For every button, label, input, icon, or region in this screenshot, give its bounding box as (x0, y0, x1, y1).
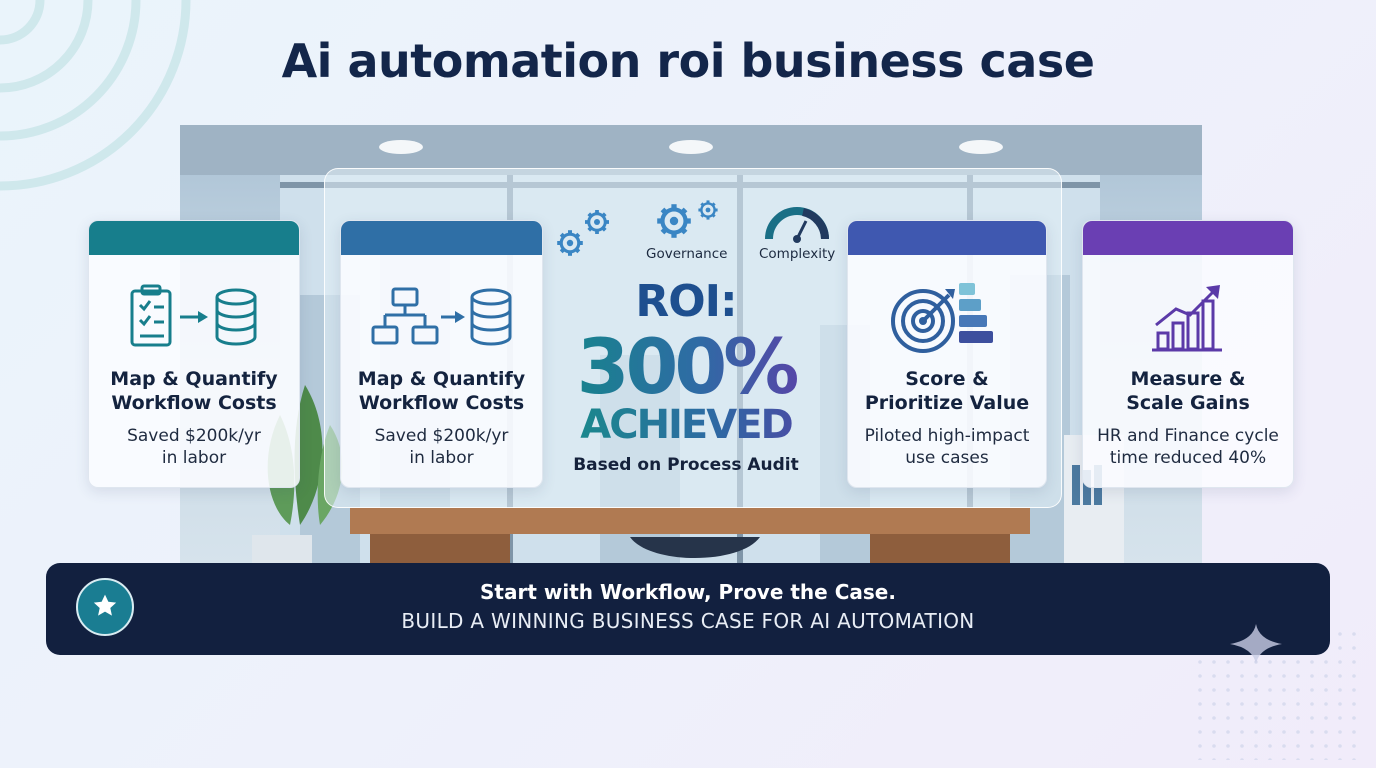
banner-tagline: BUILD A WINNING BUSINESS CASE FOR AI AUT… (401, 609, 975, 633)
card-header-bar (848, 221, 1046, 255)
target-bars-icon (848, 283, 1046, 353)
governance-label: Governance (646, 246, 728, 262)
star-icon (76, 578, 134, 636)
card-header-bar (341, 221, 542, 255)
gear-icon (657, 204, 691, 238)
card-score-prioritize: Score &Prioritize Value Piloted high-imp… (847, 220, 1047, 488)
roi-value: 300% (555, 322, 817, 411)
decorative-arcs (0, 0, 191, 191)
gear-icon (696, 198, 720, 222)
sparkle-icon (1230, 624, 1282, 664)
page-title: Ai automation roi business case (281, 34, 1095, 88)
roi-label: ROI: (635, 276, 737, 327)
card-header-bar (89, 221, 299, 255)
roi-subtitle: Based on Process Audit (573, 455, 799, 475)
roi-achieved: ACHIEVED (555, 402, 817, 448)
card-measure-scale: Measure &Scale Gains HR and Finance cycl… (1082, 220, 1294, 488)
gear-icon (557, 230, 583, 256)
card-header-bar (1083, 221, 1293, 255)
flowchart-to-database-icon (341, 283, 542, 353)
complexity-label: Complexity (759, 246, 836, 262)
card-title: Score &Prioritize Value (864, 368, 1030, 414)
card-title: Measure &Scale Gains (1126, 368, 1250, 414)
checklist-to-database-icon (89, 283, 299, 353)
gear-icon (583, 208, 611, 236)
banner-headline: Start with Workflow, Prove the Case. (480, 580, 896, 604)
bottom-banner (46, 563, 1330, 655)
gauge-icon (765, 207, 829, 243)
growth-chart-icon (1083, 283, 1293, 353)
gears-gauge-group (550, 198, 829, 275)
